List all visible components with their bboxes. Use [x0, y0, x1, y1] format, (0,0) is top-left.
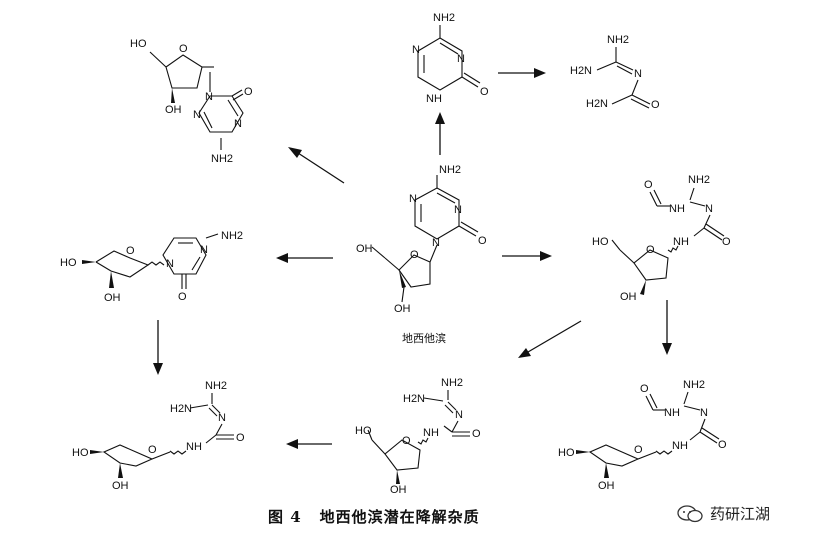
atom-label: O	[478, 235, 487, 247]
atom-label: N	[200, 244, 208, 256]
atom-label: HO	[60, 257, 77, 269]
atom-label: HO	[130, 38, 147, 50]
atom-label: NH	[423, 427, 439, 439]
atom-label: NH2	[205, 380, 227, 392]
watermark: 药研江湖	[676, 503, 770, 524]
atom-label: OH	[104, 292, 121, 304]
atom-label: HO	[355, 425, 372, 437]
guanylurea-furanose-structure: NH2 H2N N O NH O HO OH	[355, 377, 481, 496]
atom-label: OH	[394, 303, 411, 315]
atom-label: O	[646, 244, 655, 256]
atom-label: NH2	[433, 12, 455, 24]
decitabine-label: 地西他滨	[402, 331, 446, 345]
atom-label: NH	[426, 93, 442, 105]
atom-label: NH	[673, 236, 689, 248]
reaction-arrow-to-guanylurea-furanose	[518, 320, 582, 358]
atom-label: N	[234, 118, 242, 130]
atom-label: O	[402, 435, 411, 447]
atom-label: H2N	[170, 403, 192, 415]
atom-label: H2N	[403, 393, 425, 405]
atom-label: N	[205, 91, 213, 103]
atom-label: NH2	[211, 153, 233, 165]
atom-label: HO	[558, 447, 575, 459]
figure-title: 地西他滨潜在降解杂质	[319, 508, 480, 526]
atom-label: N	[634, 68, 642, 80]
atom-label: N	[432, 237, 440, 249]
guanylurea-pyranose-structure: NH2 H2N N O NH O HO OH	[72, 380, 245, 492]
atom-label: N	[705, 203, 713, 215]
atom-label: NH	[664, 407, 680, 419]
atom-label: O	[178, 291, 187, 303]
atom-label: O	[236, 432, 245, 444]
atom-label: O	[472, 428, 481, 440]
atom-label: N	[700, 407, 708, 419]
atom-label: NH2	[683, 379, 705, 391]
atom-label: O	[644, 179, 653, 191]
atom-label: NH2	[607, 34, 629, 46]
alpha-decitabine-structure: O HO OH N O N N NH2	[130, 38, 253, 165]
reaction-arrow-formyl-furanose-to-pyranose	[662, 300, 672, 355]
azacytosine-structure: NH2 O N N NH	[412, 12, 489, 105]
atom-label: O	[651, 99, 660, 111]
atom-label: NH2	[688, 174, 710, 186]
watermark-text: 药研江湖	[710, 505, 771, 523]
atom-label: O	[634, 444, 643, 456]
reaction-arrow-pyranose-to-guanylurea-pyranose	[153, 320, 163, 375]
atom-label: O	[722, 236, 731, 248]
atom-label: O	[640, 383, 649, 395]
formyl-guanylurea-furanose-structure: O NH NH2 N O NH O HO OH	[592, 174, 731, 303]
reaction-arrow-to-formyl-furanose	[502, 251, 552, 261]
atom-label: O	[126, 245, 135, 257]
atom-label: H2N	[586, 98, 608, 110]
atom-label: OH	[390, 484, 407, 496]
formyl-guanylurea-pyranose-structure: O NH NH2 N O NH O HO OH	[558, 379, 727, 492]
atom-label: O	[179, 43, 188, 55]
figure-caption: 图 4 地西他滨潜在降解杂质	[268, 506, 480, 527]
figure-number: 图 4	[268, 508, 302, 526]
atom-label: O	[410, 249, 419, 261]
atom-label: H2N	[570, 65, 592, 77]
reaction-arrow-to-guanylurea	[498, 68, 546, 78]
atom-label: O	[148, 444, 157, 456]
wechat-icon	[677, 504, 703, 522]
atom-label: NH2	[439, 164, 461, 176]
atom-label: O	[480, 86, 489, 98]
atom-label: N	[455, 409, 463, 421]
atom-label: NH	[672, 440, 688, 452]
atom-label: N	[193, 109, 201, 121]
atom-label: OH	[356, 243, 373, 255]
atom-label: OH	[620, 291, 637, 303]
atom-label: N	[409, 193, 417, 205]
atom-label: NH	[669, 203, 685, 215]
atom-label: N	[457, 53, 465, 65]
atom-label: N	[412, 44, 420, 56]
atom-label: OH	[112, 480, 129, 492]
reaction-arrow-to-azacytosine	[435, 112, 445, 155]
atom-label: HO	[72, 447, 89, 459]
pyranose-decitabine-structure: O HO OH N N NH2 O	[60, 230, 243, 304]
atom-label: OH	[598, 480, 615, 492]
decitabine-structure: NH2 O N N N OH OH O	[356, 164, 487, 315]
atom-label: OH	[165, 104, 182, 116]
guanylurea-structure: NH2 H2N N H2N O	[570, 34, 660, 111]
reaction-arrow-to-alpha-anomer	[288, 147, 345, 184]
atom-label: N	[454, 204, 462, 216]
atom-label: N	[166, 258, 174, 270]
atom-label: O	[244, 86, 253, 98]
reaction-arrow-to-pyranose	[276, 253, 333, 263]
atom-label: NH2	[221, 230, 243, 242]
atom-label: HO	[592, 236, 609, 248]
atom-label: NH	[186, 441, 202, 453]
reaction-arrow-furanose-to-pyranose	[286, 439, 332, 449]
atom-label: NH2	[441, 377, 463, 389]
atom-label: N	[218, 412, 226, 424]
atom-label: O	[718, 439, 727, 451]
